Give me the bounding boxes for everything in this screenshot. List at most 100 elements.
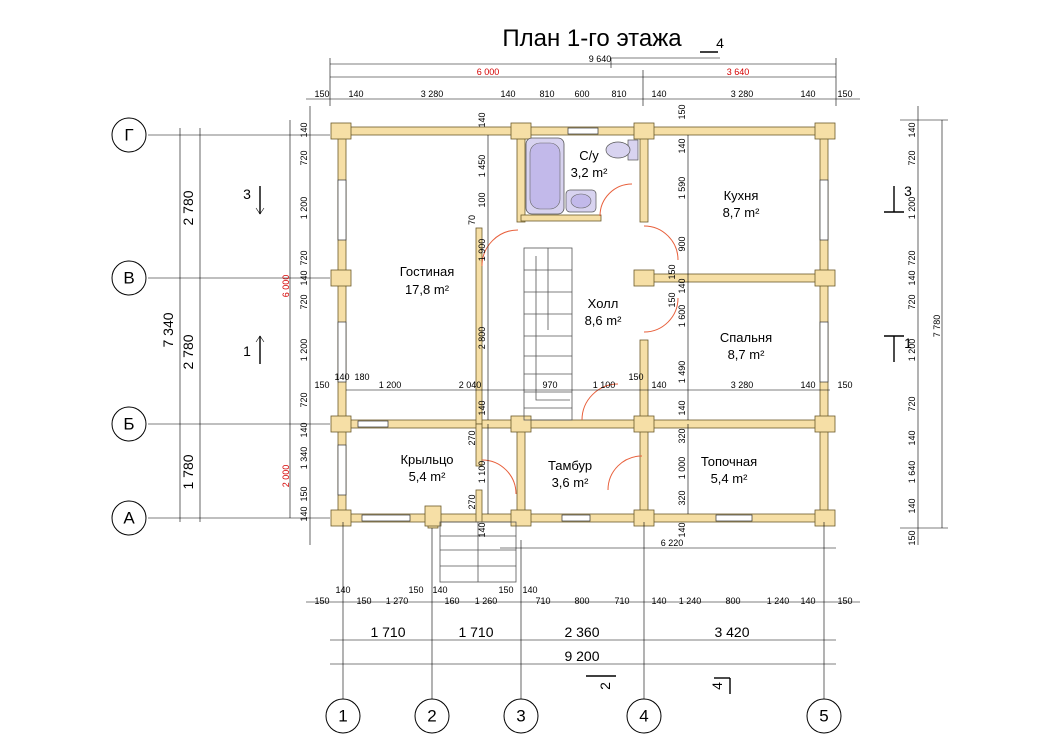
svg-text:150: 150 (408, 585, 423, 595)
section-mark-right-1: 1 (884, 335, 912, 362)
axis-bubble-g: Г (111, 117, 147, 153)
svg-text:720: 720 (907, 150, 917, 165)
svg-text:5,4 m²: 5,4 m² (409, 469, 447, 484)
axis-bubble-a: А (111, 500, 147, 536)
room-su: С/у 3,2 m² (571, 148, 609, 180)
room-topochnaya: Топочная 5,4 m² (701, 454, 757, 486)
svg-text:720: 720 (907, 250, 917, 265)
svg-text:720: 720 (299, 250, 309, 265)
svg-text:1 340: 1 340 (299, 447, 309, 470)
axis-bubble-3: 3 (503, 698, 539, 734)
dim-top-red-right: 3 640 (727, 67, 750, 77)
svg-text:70: 70 (467, 215, 477, 225)
room-holl: Холл 8,6 m² (585, 296, 623, 328)
door-swings (481, 183, 679, 495)
svg-text:140: 140 (522, 585, 537, 595)
svg-text:1 200: 1 200 (299, 339, 309, 362)
svg-text:140: 140 (299, 506, 309, 521)
svg-text:140: 140 (677, 400, 687, 415)
svg-text:Г: Г (124, 126, 133, 145)
svg-text:1 200: 1 200 (379, 380, 402, 390)
svg-text:Кухня: Кухня (724, 188, 759, 203)
svg-text:8,7 m²: 8,7 m² (728, 347, 766, 362)
svg-text:140: 140 (299, 122, 309, 137)
svg-text:720: 720 (299, 392, 309, 407)
svg-text:140: 140 (299, 270, 309, 285)
svg-text:150: 150 (837, 596, 852, 606)
left-red-dim-2: 2 000 (281, 465, 291, 488)
log-ends (330, 122, 836, 527)
porch-steps (439, 521, 517, 583)
svg-text:3,6 m²: 3,6 m² (552, 475, 590, 490)
bottom-axis-lines (342, 522, 825, 700)
interior-dim-lines (346, 135, 836, 549)
svg-text:320: 320 (677, 428, 687, 443)
room-tambur: Тамбур 3,6 m² (548, 458, 592, 490)
svg-text:Спальня: Спальня (720, 330, 772, 345)
svg-text:1 270: 1 270 (386, 596, 409, 606)
svg-text:1: 1 (904, 335, 912, 351)
svg-text:Гостиная: Гостиная (400, 264, 455, 279)
dim-top-total: 9 640 (589, 54, 612, 64)
svg-text:140: 140 (907, 430, 917, 445)
right-dims: 7 780 140 720 1 200 720 140 720 1 200 72… (900, 106, 948, 546)
svg-text:2: 2 (597, 682, 613, 690)
interior-vertical-dims: 140 1 450 100 70 1 900 2 800 140 270 1 1… (467, 112, 487, 537)
svg-text:Топочная: Топочная (701, 454, 757, 469)
left-axis-dim-2: 2 780 (180, 334, 196, 369)
svg-text:150: 150 (667, 292, 677, 307)
svg-text:150: 150 (314, 596, 329, 606)
svg-text:1 240: 1 240 (679, 596, 702, 606)
plan-title: План 1-го этажа (502, 25, 682, 52)
svg-text:140: 140 (477, 522, 487, 537)
svg-text:А: А (123, 509, 135, 528)
svg-text:140: 140 (432, 585, 447, 595)
room-gostinaya: Гостиная 17,8 m² (400, 264, 455, 297)
windows (337, 127, 829, 522)
svg-text:140: 140 (800, 380, 815, 390)
axis-bubble-4: 4 (626, 698, 662, 734)
room-spalnya: Спальня 8,7 m² (720, 330, 772, 362)
svg-text:150: 150 (498, 585, 513, 595)
section-mark-left-3: 3 (243, 186, 265, 215)
dim-top-9: 140 (800, 89, 815, 99)
svg-text:720: 720 (299, 150, 309, 165)
dim-top-5: 600 (574, 89, 589, 99)
sink (565, 189, 597, 213)
svg-text:1 200: 1 200 (299, 197, 309, 220)
top-dimensions: 9 640 6 000 3 640 150 140 3 280 140 810 … (306, 54, 860, 106)
svg-text:1 100: 1 100 (593, 380, 616, 390)
svg-text:1 640: 1 640 (907, 461, 917, 484)
svg-text:150: 150 (677, 104, 687, 119)
section-mark-top-4: 4 (700, 35, 724, 53)
left-axis-lines (148, 128, 330, 522)
svg-text:2: 2 (427, 707, 436, 726)
svg-text:140: 140 (907, 270, 917, 285)
svg-text:3: 3 (904, 183, 912, 199)
svg-text:150: 150 (299, 486, 309, 501)
left-total-dim: 7 340 (160, 312, 176, 347)
svg-text:720: 720 (299, 294, 309, 309)
svg-text:140: 140 (477, 112, 487, 127)
svg-text:3 420: 3 420 (714, 624, 749, 640)
svg-text:900: 900 (677, 236, 687, 251)
left-chain-dims: 6 000 2 000 140 720 1 200 720 140 720 1 … (281, 106, 311, 545)
dim-top-2: 3 280 (421, 89, 444, 99)
svg-text:1 260: 1 260 (475, 596, 498, 606)
svg-text:140: 140 (477, 400, 487, 415)
axis-bubble-b: Б (111, 406, 147, 442)
axis-bubble-v: В (111, 260, 147, 296)
kitchen-vertical-dims: 150 140 1 590 900 150 140 150 1 600 1 49… (667, 104, 687, 537)
porch-dim: 6 220 (661, 538, 684, 548)
svg-text:150: 150 (667, 264, 677, 279)
dim-top-1: 140 (348, 89, 363, 99)
left-red-dim: 6 000 (281, 275, 291, 298)
svg-text:В: В (123, 269, 134, 288)
svg-text:Тамбур: Тамбур (548, 458, 592, 473)
svg-text:4: 4 (716, 35, 724, 51)
dim-top-6: 810 (611, 89, 626, 99)
svg-text:1 710: 1 710 (370, 624, 405, 640)
svg-text:140: 140 (677, 522, 687, 537)
